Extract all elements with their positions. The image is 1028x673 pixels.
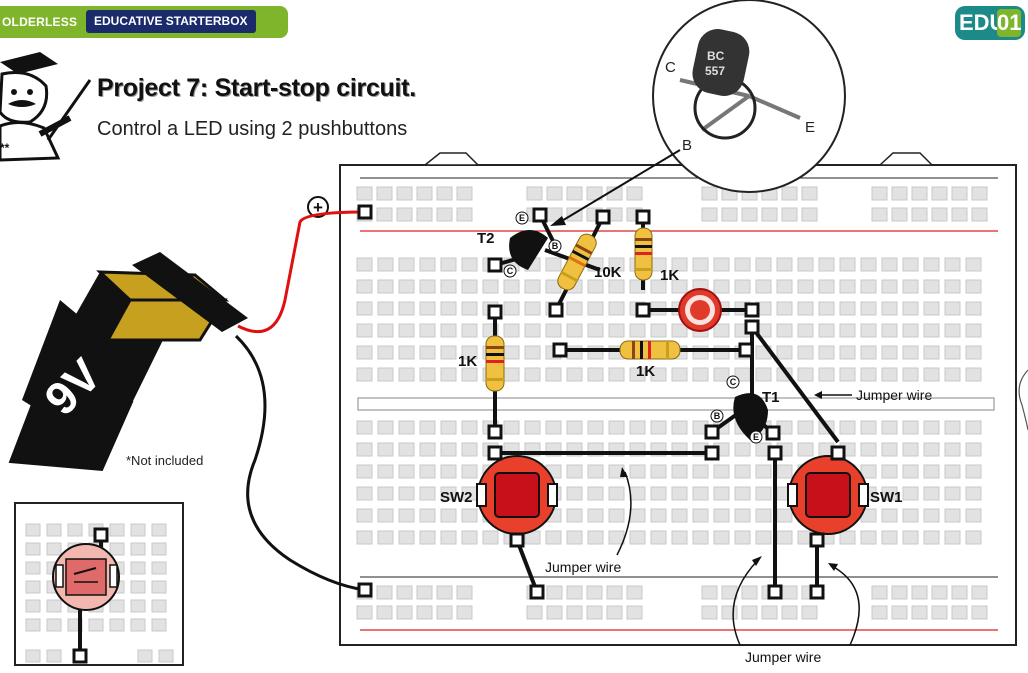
zoom-pointer-line <box>559 149 681 223</box>
zoom-pin-e: E <box>805 119 815 136</box>
label-r-1k-top: 1K <box>660 267 679 284</box>
edu-badge: EDU 01 <box>955 6 1025 40</box>
transistor-t1 <box>733 393 768 440</box>
red-battery-wire <box>237 210 366 334</box>
svg-text:E: E <box>519 213 525 223</box>
label-r-10k: 10K <box>594 264 622 281</box>
label-r-1k-mid: 1K <box>636 363 655 380</box>
svg-text:E: E <box>753 432 759 442</box>
zoom-pin-c: C <box>665 59 676 76</box>
plus-symbol-icon <box>307 196 329 218</box>
svg-text:B: B <box>552 241 559 251</box>
mascot-mark: ** <box>0 141 10 155</box>
pushbutton-sw1[interactable] <box>787 455 869 535</box>
inset-pushbutton-board <box>14 502 184 666</box>
jumper-label-bottom: Jumper wire <box>745 649 821 665</box>
label-t2: T2 <box>477 230 495 247</box>
label-sw1: SW1 <box>870 489 903 506</box>
page-title: Project 7: Start-stop circuit. <box>97 74 416 102</box>
resistor-1k-mid <box>619 340 681 360</box>
battery-9v: 9V <box>8 252 248 472</box>
breadboard-holes <box>356 186 988 620</box>
zoom-marking-2: 557 <box>705 64 725 78</box>
product-banner: OLDERLESS EDUCATIVE STARTERBOX <box>0 6 288 38</box>
zoom-marking-1: BC <box>707 49 725 63</box>
banner-right-text: EDUCATIVE STARTERBOX <box>86 10 256 33</box>
svg-text:+: + <box>313 198 323 217</box>
jumper-label-right: Jumper wire <box>856 387 932 403</box>
resistor-10k <box>557 233 597 291</box>
wire-endpoints <box>357 204 846 600</box>
transistor-t2 <box>509 230 548 270</box>
jumper-label-center: Jumper wire <box>545 559 621 575</box>
label-t1: T1 <box>762 389 780 406</box>
board-wires <box>493 214 840 593</box>
led-red <box>678 288 722 332</box>
page-subtitle: Control a LED using 2 pushbuttons <box>97 118 408 140</box>
label-sw2: SW2 <box>440 489 473 506</box>
jumper-annotations: Jumper wire Jumper wire Jumper wire <box>545 387 932 665</box>
professor-mascot-icon: ** <box>0 52 92 162</box>
banner-left-text: OLDERLESS <box>2 15 78 29</box>
battery-note: *Not included <box>126 453 203 468</box>
svg-text:B: B <box>714 411 721 421</box>
transistor-zoom-callout: BC 557 C B E <box>652 0 846 193</box>
zoom-pin-b: B <box>682 137 692 154</box>
label-r-1k-left: 1K <box>458 353 477 370</box>
resistor-1k-left <box>485 335 505 392</box>
black-battery-wire <box>234 334 366 592</box>
pushbutton-sw2[interactable] <box>476 455 558 535</box>
resistor-1k-top <box>634 227 653 281</box>
svg-text:C: C <box>730 377 737 387</box>
svg-text:C: C <box>507 266 514 276</box>
badge-right: 01 <box>997 9 1022 37</box>
